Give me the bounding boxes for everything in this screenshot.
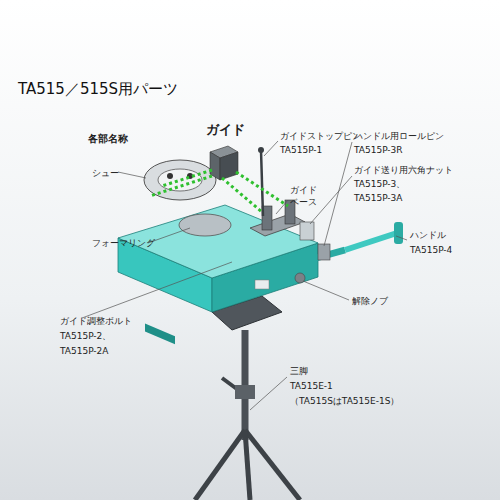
fit-line [162,170,212,186]
fit-lines [150,170,288,212]
leader-line [396,236,407,240]
part-number: TA515P-3A [354,192,403,204]
shoe [144,160,216,200]
part-name: フォーマリング [92,237,155,249]
body-grip [145,324,175,345]
fit-line [222,178,262,212]
pin-head [258,147,264,153]
part-number: （TA515SはTA515E-1S） [290,395,399,407]
shoe-ring [144,160,216,200]
part-name: ガイド送り用六角ナット [354,164,453,176]
leader-lines [82,141,407,410]
part-name: ハンドル [410,229,446,241]
tripod [195,296,300,500]
part-name: ハンドル用ロールピン [354,130,444,142]
part-name: ガイド ベース [290,184,322,208]
part-number: TA515E-1 [290,380,333,392]
guide-base-plate [250,214,305,236]
part-number: TA515P-4 [410,244,452,256]
handle-arm [345,232,400,250]
leader-line [303,281,349,300]
guide-stop-pin [261,150,263,216]
bender-body [118,205,318,344]
part-number: TA515P-3R [354,144,403,156]
leader-line [264,141,278,156]
part-name: ガイド [206,122,245,138]
leader-line [324,142,352,246]
handle-knob [394,222,403,244]
leader-line [276,200,288,214]
forming-ring [179,214,231,236]
roll-pin [318,244,330,260]
part-number: TA515P-1 [280,144,322,156]
guide-front [220,152,238,180]
name-plate [255,280,269,289]
part-name: 各部名称 [88,132,128,145]
tripod-leg [195,430,245,500]
tripod-leg [245,430,250,500]
shoe-inner [158,169,202,191]
tripod-clamp [235,385,255,399]
part-number: TA515P-2A [60,345,109,357]
part-name: 三脚 [290,365,308,377]
hex-nut [300,222,314,240]
part-name: ガイド調整ボルト [60,315,132,327]
fit-line [236,172,288,206]
part-number: TA515P-3、 [354,178,405,190]
part-name: ガイドストップピン [280,130,361,142]
part-name: シュー [92,167,119,179]
leader-line [118,172,146,178]
leader-line [250,377,287,410]
figure-title: TA515／515S用パーツ [18,80,178,98]
part-name: 解除ノブ [352,295,388,307]
leader-line [82,262,232,318]
tripod-leg [245,430,300,500]
guide [210,146,238,180]
shoe-hole [167,173,173,179]
part-number: TA515P-2、 [60,330,111,342]
